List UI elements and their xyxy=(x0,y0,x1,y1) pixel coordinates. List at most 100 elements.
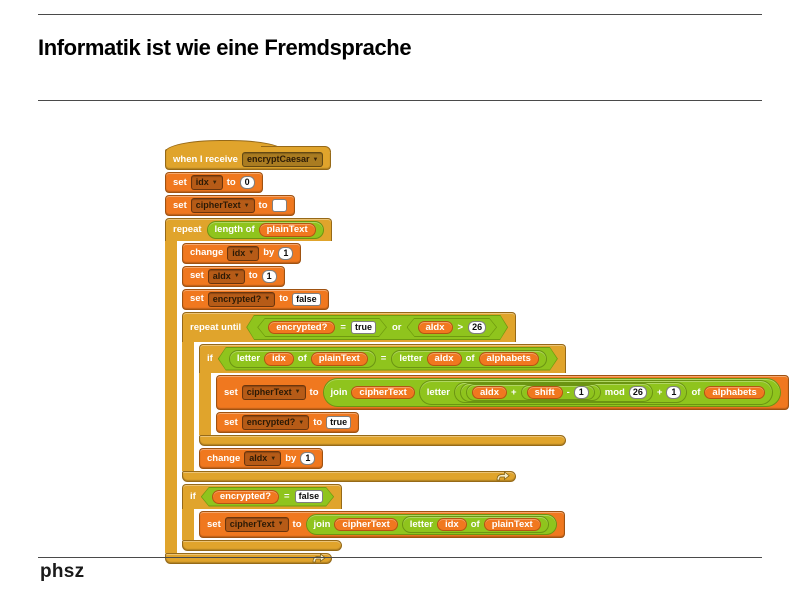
letter-of-reporter[interactable]: letter aIdx of alphabets xyxy=(391,350,547,368)
mod-reporter[interactable]: aIdx + shift - 1 xyxy=(459,382,653,402)
dropdown-arrow-icon: ▼ xyxy=(270,455,277,462)
set-ciphertext-shifted-block[interactable]: set cipherText ▼ to join cipherText xyxy=(216,374,789,410)
ciphertext-dropdown[interactable]: cipherText ▼ xyxy=(224,516,289,532)
change-idx-block[interactable]: change idx ▼ by 1 xyxy=(182,242,302,264)
ciphertext-variable[interactable]: cipherText xyxy=(351,385,415,399)
aidx-variable[interactable]: aIdx xyxy=(418,321,453,335)
aidx-variable[interactable]: aIdx xyxy=(427,352,462,366)
change-aidx-block[interactable]: change aIdx ▼ by 1 xyxy=(199,448,324,469)
value-slot[interactable]: 1 xyxy=(300,452,316,465)
plus-reporter[interactable]: aIdx + shift - 1 xyxy=(453,381,688,403)
letter-of-reporter[interactable]: letter aIdx + shift xyxy=(418,379,773,405)
encrypted-dropdown[interactable]: encrypted? ▼ xyxy=(207,291,276,307)
value-slot[interactable]: false xyxy=(295,490,324,503)
minus-reporter[interactable]: shift - 1 xyxy=(520,384,595,400)
set-ciphertext-plain-block[interactable]: set cipherText ▼ to join cipherText lett… xyxy=(199,510,565,538)
letter-of-reporter[interactable]: letter idx of plainText xyxy=(401,515,549,533)
equals-predicate[interactable]: encrypted? = false xyxy=(201,487,334,507)
ciphertext-dropdown[interactable]: cipherText ▼ xyxy=(190,198,255,213)
value-slot[interactable]: true xyxy=(351,321,376,334)
of-label: of xyxy=(470,518,480,530)
plaintext-variable[interactable]: plainText xyxy=(483,517,541,531)
if-letters-match-header[interactable]: if letter idx of plainText = xyxy=(199,344,566,373)
letter-label: letter xyxy=(409,518,433,530)
alphabets-variable[interactable]: alphabets xyxy=(479,352,539,366)
value-slot[interactable]: 1 xyxy=(261,269,277,283)
repeat-until-block[interactable]: repeat until encrypted? = true or aIdx >… xyxy=(182,311,789,482)
idx-dropdown[interactable]: idx ▼ xyxy=(227,245,260,261)
value-slot[interactable]: 0 xyxy=(239,176,255,189)
if-letters-match-block[interactable]: if letter idx of plainText = xyxy=(199,344,789,446)
message-dropdown-value: encryptCaesar xyxy=(246,154,310,164)
set-aidx-block[interactable]: set aIdx ▼ to 1 xyxy=(182,265,285,287)
if-not-encrypted-body: set cipherText ▼ to join cipherText lett… xyxy=(182,508,565,540)
plus-reporter[interactable]: aIdx + shift - 1 xyxy=(465,383,601,401)
ciphertext-dropdown[interactable]: cipherText ▼ xyxy=(241,384,306,400)
snap-script: when I receive encryptCaesar ▼ set idx ▼… xyxy=(165,138,789,564)
aidx-dropdown-value: aIdx xyxy=(212,270,231,281)
repeat-until-footer xyxy=(182,471,517,482)
value-slot[interactable]: 1 xyxy=(573,385,589,399)
set-label: set xyxy=(173,176,187,188)
loop-arrow-icon xyxy=(496,471,510,481)
equals-predicate[interactable]: letter idx of plainText = letter aIdx of xyxy=(218,347,558,371)
set-idx-block[interactable]: set idx ▼ to 0 xyxy=(165,172,263,193)
encrypted-dropdown[interactable]: encrypted? ▼ xyxy=(241,415,310,430)
aidx-dropdown-value: aIdx xyxy=(249,453,268,463)
shift-variable[interactable]: shift xyxy=(526,385,563,399)
set-encrypted-false-block[interactable]: set encrypted? ▼ to false xyxy=(182,288,329,310)
if-not-encrypted-header[interactable]: if encrypted? = false xyxy=(182,484,343,509)
alphabets-variable[interactable]: alphabets xyxy=(704,385,765,399)
idx-variable[interactable]: idx xyxy=(264,352,294,366)
value-slot[interactable]: 1 xyxy=(278,246,294,260)
aidx-dropdown[interactable]: aIdx ▼ xyxy=(244,451,282,466)
set-encrypted-true-block[interactable]: set encrypted? ▼ to true xyxy=(216,412,360,433)
ciphertext-variable[interactable]: cipherText xyxy=(334,517,398,531)
page-title: Informatik ist wie eine Fremdsprache xyxy=(38,34,412,60)
plaintext-variable[interactable]: plainText xyxy=(311,352,368,366)
repeat-block-header[interactable]: repeat length of plainText xyxy=(165,218,332,241)
value-slot[interactable]: 26 xyxy=(468,321,486,334)
plus-label: + xyxy=(511,386,517,398)
set-ciphertext-empty-block[interactable]: set cipherText ▼ to xyxy=(165,195,295,216)
idx-dropdown[interactable]: idx ▼ xyxy=(190,175,223,190)
join-reporter[interactable]: join cipherText letter aIdx xyxy=(322,377,781,407)
or-predicate[interactable]: encrypted? = true or aIdx > 26 xyxy=(246,315,508,341)
dropdown-arrow-icon: ▼ xyxy=(294,389,301,396)
value-slot[interactable]: false xyxy=(292,292,321,306)
equals-predicate[interactable]: encrypted? = true xyxy=(257,318,387,338)
message-dropdown[interactable]: encryptCaesar ▼ xyxy=(241,152,324,167)
aidx-dropdown[interactable]: aIdx ▼ xyxy=(207,268,245,284)
repeat-until-header[interactable]: repeat until encrypted? = true or aIdx >… xyxy=(182,311,517,342)
plus-label: + xyxy=(656,386,663,398)
equals-label: = xyxy=(340,321,346,333)
ciphertext-dropdown-value: cipherText xyxy=(246,386,292,397)
repeat-block-footer xyxy=(165,553,332,564)
dropdown-arrow-icon: ▼ xyxy=(277,521,284,528)
idx-variable[interactable]: idx xyxy=(436,517,467,531)
dropdown-arrow-icon: ▼ xyxy=(248,250,255,256)
if-not-encrypted-block[interactable]: if encrypted? = false set cipherText ▼ xyxy=(182,484,565,551)
greater-than-predicate[interactable]: aIdx > 26 xyxy=(407,318,498,338)
value-slot[interactable]: 1 xyxy=(666,385,682,399)
join-label: join xyxy=(313,518,331,530)
repeat-block[interactable]: repeat length of plainText change idx ▼ … xyxy=(165,218,789,564)
or-label: or xyxy=(392,321,402,333)
to-label: to xyxy=(313,416,323,428)
encrypted-variable[interactable]: encrypted? xyxy=(268,321,335,335)
if-letters-match-body: set cipherText ▼ to join cipherText xyxy=(199,372,789,435)
letter-of-reporter[interactable]: letter idx of plainText xyxy=(229,350,376,368)
aidx-variable[interactable]: aIdx xyxy=(471,385,507,399)
length-of-reporter[interactable]: length of plainText xyxy=(206,221,324,239)
value-slot[interactable]: 26 xyxy=(628,385,647,399)
by-label: by xyxy=(285,452,297,464)
value-slot[interactable]: true xyxy=(326,416,352,429)
encrypted-variable[interactable]: encrypted? xyxy=(212,490,279,504)
change-label: change xyxy=(190,247,224,259)
empty-text-slot[interactable] xyxy=(271,199,287,212)
plaintext-variable[interactable]: plainText xyxy=(258,223,316,237)
letter-label: letter xyxy=(236,353,261,364)
when-i-receive-hat-block[interactable]: when I receive encryptCaesar ▼ xyxy=(165,140,332,170)
join-reporter[interactable]: join cipherText letter idx of plainText xyxy=(305,513,557,535)
to-label: to xyxy=(248,270,258,282)
